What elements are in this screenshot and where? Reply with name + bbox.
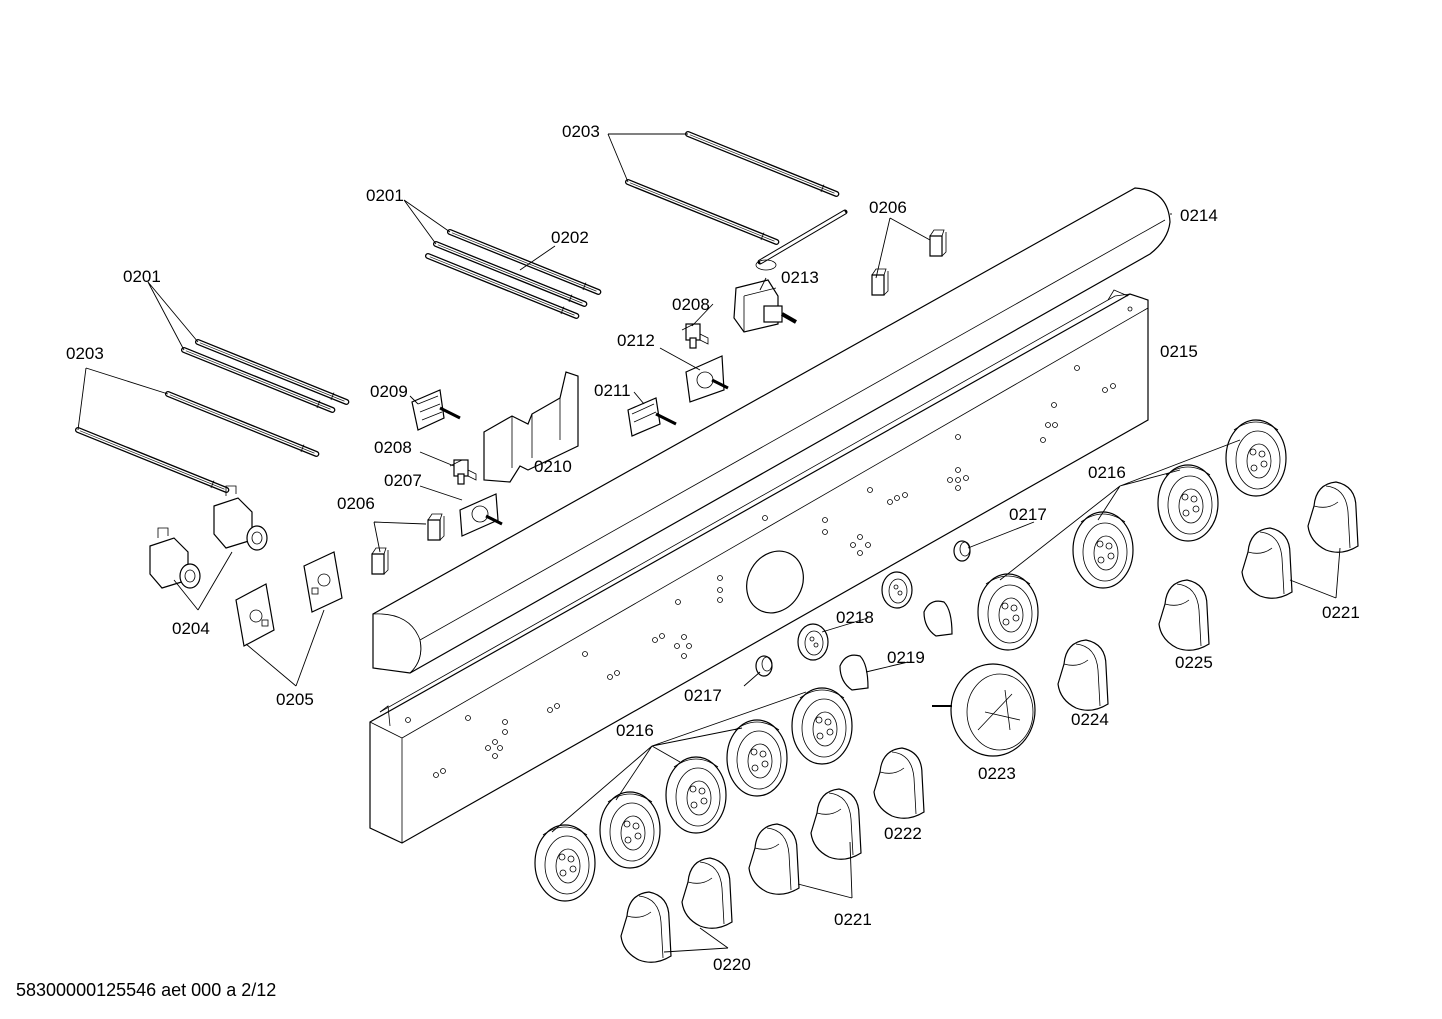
rod-0201-left-a <box>197 338 348 405</box>
label-0206-upper: 0206 <box>869 198 907 217</box>
label-0215: 0215 <box>1160 342 1198 361</box>
rotary-switch-0207 <box>459 493 503 537</box>
label-0210: 0210 <box>534 457 572 476</box>
dial-ring-0216-upper-3 <box>1072 511 1134 589</box>
small-cap-0217-lower <box>755 655 773 677</box>
circuit-board-0205-a <box>235 583 275 647</box>
knob-0221-lower-b <box>748 823 800 895</box>
leader-lines <box>77 133 1341 953</box>
thermostat-0213 <box>733 209 848 333</box>
rotary-switch-0212 <box>685 355 729 403</box>
selector-0209 <box>411 389 461 431</box>
label-0211: 0211 <box>594 381 631 400</box>
valve-0204-b <box>149 527 201 589</box>
label-0216-lower: 0216 <box>616 721 654 740</box>
small-knob-0219-a <box>923 600 953 637</box>
knob-0224 <box>1057 639 1109 711</box>
label-0220: 0220 <box>713 955 751 974</box>
label-0225: 0225 <box>1175 653 1213 672</box>
label-0212: 0212 <box>617 331 655 350</box>
label-0201-left: 0201 <box>123 267 161 286</box>
bracket-0206-lower-a <box>427 513 445 541</box>
label-0208-upper: 0208 <box>672 295 710 314</box>
dial-ring-0216-upper-2 <box>1157 464 1219 542</box>
label-0223: 0223 <box>978 764 1016 783</box>
label-0213: 0213 <box>781 268 819 287</box>
rod-0201-left-b <box>183 346 334 413</box>
bracket-0206-upper-a <box>929 229 947 257</box>
switch-0208-upper <box>681 323 709 349</box>
label-0203-upper: 0203 <box>562 122 600 141</box>
label-0217-lower: 0217 <box>684 686 722 705</box>
label-0218: 0218 <box>836 608 874 627</box>
thermometer-gauge-0223 <box>932 663 1036 757</box>
label-0206-lower: 0206 <box>337 494 375 513</box>
label-0209: 0209 <box>370 382 408 401</box>
small-dial-0218-b <box>797 623 829 661</box>
rod-0203-upper-b <box>627 178 778 245</box>
knob-0222 <box>873 747 925 819</box>
knob-0220-b <box>620 891 672 963</box>
knob-0221-lower-a <box>810 788 862 860</box>
dial-ring-0216-lower-4 <box>599 791 661 869</box>
bracket-0206-upper-b <box>871 268 889 296</box>
dial-ring-0216-upper-4 <box>977 573 1039 651</box>
circuit-board-0205-b <box>303 551 343 613</box>
document-footer-code: 58300000125546 aet 000 a 2/12 <box>16 980 277 1000</box>
knob-0225 <box>1158 579 1210 651</box>
label-0219: 0219 <box>887 648 925 667</box>
label-0224: 0224 <box>1071 710 1109 729</box>
knob-0221-upper-b <box>1241 527 1293 599</box>
rod-0203-left-b <box>77 426 228 493</box>
label-0203-left: 0203 <box>66 344 104 363</box>
dial-ring-0216-lower-1 <box>791 687 853 765</box>
small-cap-0217-upper <box>953 540 971 562</box>
rod-0201-upper-b <box>435 240 586 307</box>
label-0201-upper: 0201 <box>366 186 404 205</box>
label-0222: 0222 <box>884 824 922 843</box>
knob-0221-upper-a <box>1307 481 1359 553</box>
label-0204: 0204 <box>172 619 210 638</box>
rod-0203-upper-a <box>687 130 838 197</box>
lower-control-panel <box>369 289 1149 844</box>
label-0217-upper: 0217 <box>1009 505 1047 524</box>
label-0208-lower: 0208 <box>374 438 412 457</box>
switch-0208-lower <box>449 459 477 485</box>
rod-0202-upper <box>427 252 578 319</box>
rod-0203-left-a <box>167 390 318 457</box>
dial-ring-0216-lower-5 <box>534 824 596 902</box>
label-0221-lower: 0221 <box>834 910 872 929</box>
callout-labels: 0203 0201 0202 0201 0203 0206 0214 0213 … <box>66 122 1360 974</box>
label-0205: 0205 <box>276 690 314 709</box>
knob-0220-a <box>681 857 733 929</box>
small-knob-0219-b <box>839 654 869 691</box>
label-0214: 0214 <box>1180 206 1218 225</box>
dial-ring-0216-lower-2 <box>726 719 788 797</box>
label-0216-upper: 0216 <box>1088 463 1126 482</box>
dial-ring-0216-lower-3 <box>665 756 727 834</box>
selector-0211 <box>627 397 677 437</box>
upper-control-panel-trim <box>372 187 1171 674</box>
dial-ring-0216-upper-1 <box>1225 419 1287 497</box>
valve-0204-a <box>213 485 268 551</box>
label-0221-upper: 0221 <box>1322 603 1360 622</box>
label-0202: 0202 <box>551 228 589 247</box>
small-dial-0218-a <box>881 571 913 609</box>
label-0207: 0207 <box>384 471 422 490</box>
mounting-bracket-0210 <box>483 371 579 483</box>
